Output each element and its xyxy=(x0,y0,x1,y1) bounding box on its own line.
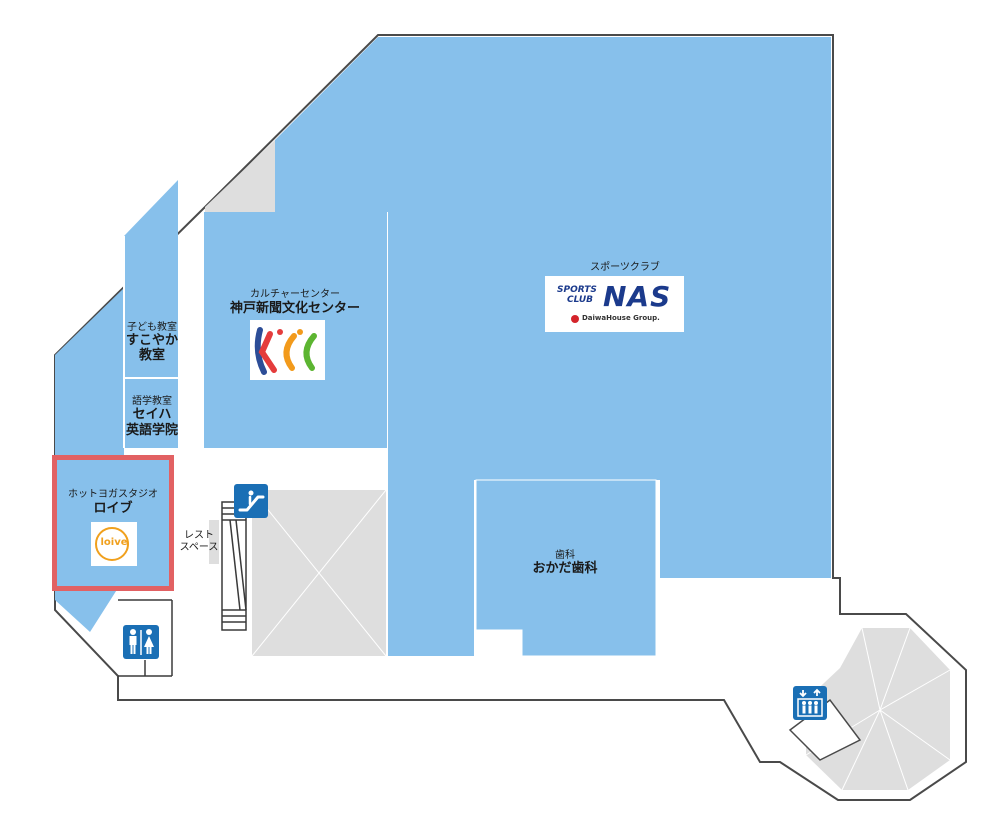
restroom-walls xyxy=(118,599,173,677)
yoga-studio-name: ロイブ xyxy=(93,501,133,516)
restroom-icon[interactable] xyxy=(123,625,159,659)
kcc-logo[interactable] xyxy=(250,320,325,380)
english-school-name-line2: 英語学院 xyxy=(125,423,178,438)
kids-school-name-line2: 教室 xyxy=(138,348,165,363)
loive-logo[interactable]: loive xyxy=(91,522,137,566)
english-school-area[interactable] xyxy=(124,380,178,448)
kids-school-name-line1: すこやか xyxy=(125,333,178,348)
kids-school-category: 子ども教室 xyxy=(127,322,177,333)
void-cross xyxy=(251,489,387,657)
nas-logo-small: SPORTS xyxy=(557,285,597,295)
english-school-name-line1: セイハ xyxy=(132,407,172,422)
culture-center-name: 神戸新聞文化センター xyxy=(229,301,360,316)
rest-space-line2: スペース xyxy=(179,542,219,553)
dental-name: おかだ歯科 xyxy=(532,561,598,576)
elevator-icon[interactable] xyxy=(793,686,827,720)
nas-logo[interactable]: SPORTS CLUB NAS DaiwaHouse Group. xyxy=(545,276,684,332)
rest-space-line1: レスト xyxy=(184,530,214,541)
dental-category: 歯科 xyxy=(555,550,575,561)
kcc-logo-icon xyxy=(254,327,317,375)
english-school-category: 語学教室 xyxy=(132,396,172,407)
culture-center-category: カルチャーセンター xyxy=(250,289,340,300)
loive-logo-text: loive xyxy=(100,537,128,548)
rest-space-bench xyxy=(209,520,219,564)
escalator-stairs xyxy=(221,501,247,631)
yoga-studio-category: ホットヨガスタジオ xyxy=(68,489,158,500)
kids-school-area[interactable] xyxy=(124,236,178,378)
nas-logo-main: NAS xyxy=(603,280,672,313)
dental-area[interactable] xyxy=(475,479,657,657)
loive-logo-ring xyxy=(95,527,129,561)
sports-club-lower-block xyxy=(388,480,474,656)
nas-logo-sub: DaiwaHouse Group. xyxy=(582,314,660,322)
daiwa-logo-icon xyxy=(571,315,579,323)
left-bottom-triangle xyxy=(55,588,118,632)
kids-triangle xyxy=(124,180,178,236)
nas-logo-small2: CLUB xyxy=(567,295,594,305)
escalator-icon[interactable] xyxy=(234,484,268,518)
void-triangle xyxy=(205,140,275,212)
sports-club-category: スポーツクラブ xyxy=(590,262,660,273)
highlight-frame xyxy=(52,455,174,591)
